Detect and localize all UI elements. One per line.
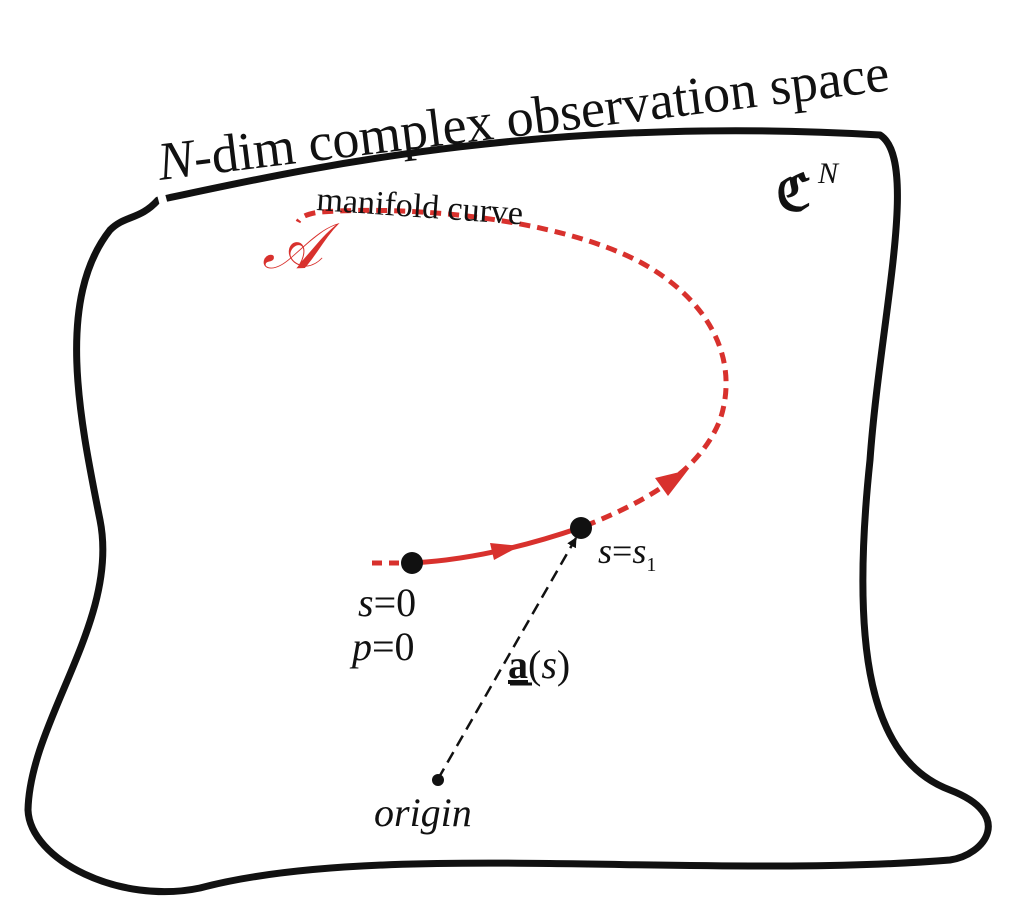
origin-label: origin bbox=[374, 790, 472, 835]
vector-a-label: a(s) bbox=[508, 642, 570, 687]
boundary-gap bbox=[155, 187, 169, 209]
complex-space-symbol: ℭ bbox=[776, 165, 811, 221]
point-s0 bbox=[401, 552, 423, 574]
start-s-label: s=0 bbox=[358, 580, 416, 625]
curve-arrowhead-dashed bbox=[655, 470, 688, 496]
s1-label: s=s1 bbox=[598, 531, 656, 576]
vector-a-line bbox=[436, 537, 578, 780]
start-p-label: p=0 bbox=[349, 624, 415, 669]
manifold-symbol: 𝒜 bbox=[262, 211, 340, 282]
manifold-curve-dashed-upper bbox=[295, 207, 729, 529]
point-s1 bbox=[570, 517, 592, 539]
manifold-label: manifold curve bbox=[315, 181, 524, 232]
point-origin bbox=[432, 774, 444, 786]
curve-arrowhead-solid bbox=[490, 543, 520, 560]
observation-space-boundary bbox=[24, 127, 992, 896]
complex-space-exponent: N bbox=[817, 157, 840, 190]
